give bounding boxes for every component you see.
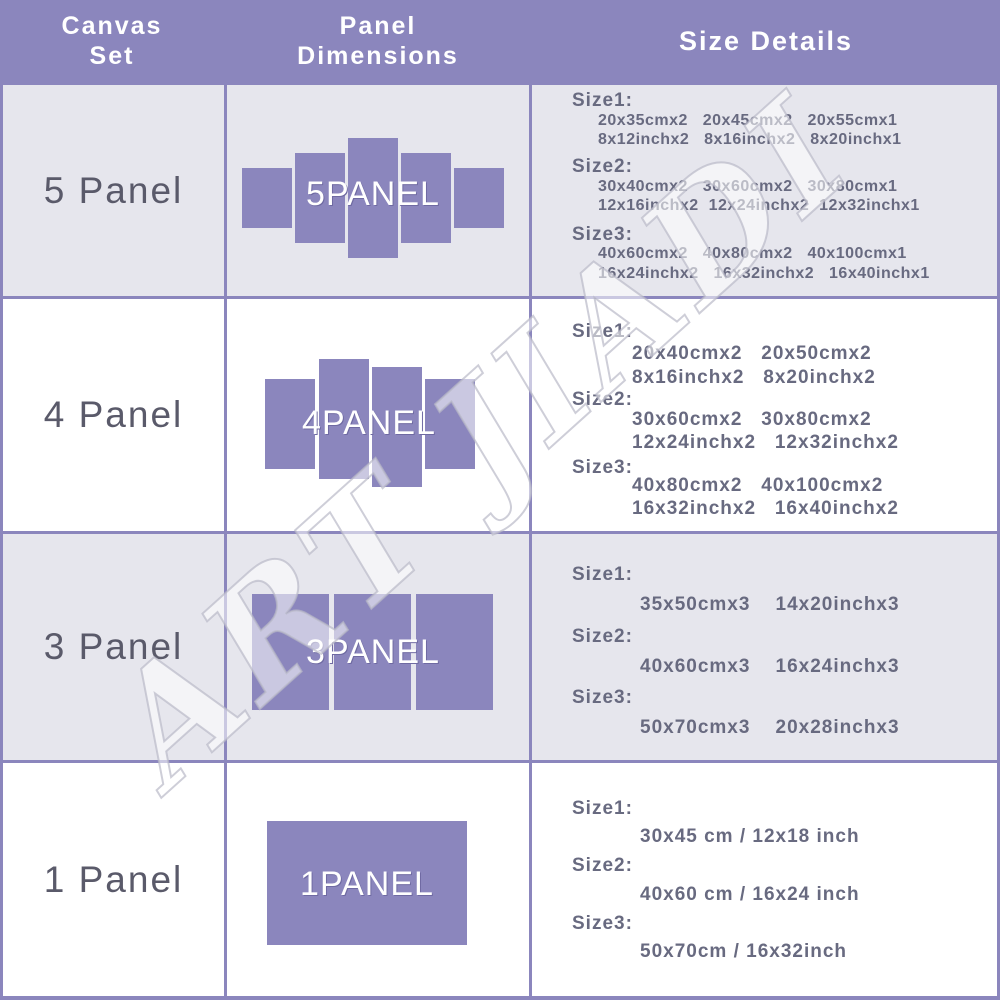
panel-piece xyxy=(348,138,398,258)
size-line: 20x40cmx2 20x50cmx2 xyxy=(632,343,872,364)
panel-piece xyxy=(295,153,345,243)
size-details-5-panel: Size1: 20x35cmx2 20x45cmx2 20x55cmx1 8x1… xyxy=(532,85,997,296)
size-title: Size2: xyxy=(572,855,633,876)
row-label-1-panel: 1 Panel xyxy=(3,763,224,996)
panel-label: 5PANEL xyxy=(306,175,440,213)
panel-diagram-1: 1PANEL xyxy=(227,763,529,996)
panel-piece xyxy=(334,594,411,710)
size-title: Size3: xyxy=(572,687,633,708)
row-label-4-panel: 4 Panel xyxy=(3,299,224,531)
size-title: Size3: xyxy=(572,457,633,478)
size-line: 35x50cmx3 14x20inchx3 xyxy=(640,594,900,615)
size-line: 40x60cmx3 16x24inchx3 xyxy=(640,656,900,677)
header-canvas-set-line1: Canvas xyxy=(61,12,163,40)
size-line: 40x60cmx2 40x80cmx2 40x100cmx1 xyxy=(598,245,907,262)
panel-diagram-5: 5PANEL xyxy=(227,85,529,296)
panel-piece xyxy=(319,359,369,479)
panel-piece xyxy=(265,379,315,469)
size-details-4-panel: Size1: 20x40cmx2 20x50cmx2 8x16inchx2 8x… xyxy=(532,299,997,531)
panel-diagram-3: 3PANEL xyxy=(227,534,529,760)
size-title: Size1: xyxy=(572,321,633,342)
panel-piece xyxy=(242,168,292,228)
panel-diagram-4: 4PANEL xyxy=(227,299,529,531)
size-line: 30x60cmx2 30x80cmx2 xyxy=(632,409,872,430)
size-line: 8x16inchx2 8x20inchx2 xyxy=(632,367,876,388)
row-label-3-panel: 3 Panel xyxy=(3,534,224,760)
size-title: Size2: xyxy=(572,389,633,410)
size-line: 40x60 cm / 16x24 inch xyxy=(640,884,860,905)
size-line: 40x80cmx2 40x100cmx2 xyxy=(632,475,884,496)
header-panel-dimensions-line1: Panel xyxy=(339,12,417,40)
size-title: Size1: xyxy=(572,90,633,111)
size-title: Size2: xyxy=(572,156,633,177)
size-details-3-panel: Size1: 35x50cmx3 14x20inchx3 Size2: 40x6… xyxy=(532,534,997,760)
size-title: Size1: xyxy=(572,798,633,819)
size-title: Size3: xyxy=(572,913,633,934)
row-label-5-panel: 5 Panel xyxy=(3,85,224,296)
panel-piece xyxy=(267,821,467,945)
size-details-1-panel: Size1: 30x45 cm / 12x18 inch Size2: 40x6… xyxy=(532,763,997,996)
panel-piece xyxy=(454,168,504,228)
size-title: Size1: xyxy=(572,564,633,585)
size-line: 50x70cmx3 20x28inchx3 xyxy=(640,717,900,738)
size-line: 8x12inchx2 8x16inchx2 8x20inchx1 xyxy=(598,131,902,148)
panel-label: 1PANEL xyxy=(300,865,434,903)
header-canvas-set-line2: Set xyxy=(89,42,135,70)
size-line: 30x40cmx2 30x60cmx2 30x80cmx1 xyxy=(598,178,898,195)
panel-piece xyxy=(425,379,475,469)
size-line: 50x70cm / 16x32inch xyxy=(640,941,848,962)
panel-label: 3PANEL xyxy=(306,633,440,671)
size-line: 16x32inchx2 16x40inchx2 xyxy=(632,498,899,519)
size-line: 30x45 cm / 12x18 inch xyxy=(640,826,860,847)
size-line: 12x16inchx2 12x24inchx2 12x32inchx1 xyxy=(598,197,920,214)
panel-piece xyxy=(401,153,451,243)
panel-piece xyxy=(416,594,493,710)
panel-piece xyxy=(372,367,422,487)
header-size-details: Size Details xyxy=(532,0,1000,82)
header-panel-dimensions-line2: Dimensions xyxy=(297,42,459,70)
size-title: Size3: xyxy=(572,224,633,245)
size-line: 16x24inchx2 16x32inchx2 16x40inchx1 xyxy=(598,265,930,282)
size-title: Size2: xyxy=(572,626,633,647)
size-line: 12x24inchx2 12x32inchx2 xyxy=(632,432,899,453)
panel-piece xyxy=(252,594,329,710)
size-line: 20x35cmx2 20x45cmx2 20x55cmx1 xyxy=(598,112,898,129)
panel-label: 4PANEL xyxy=(302,404,436,442)
